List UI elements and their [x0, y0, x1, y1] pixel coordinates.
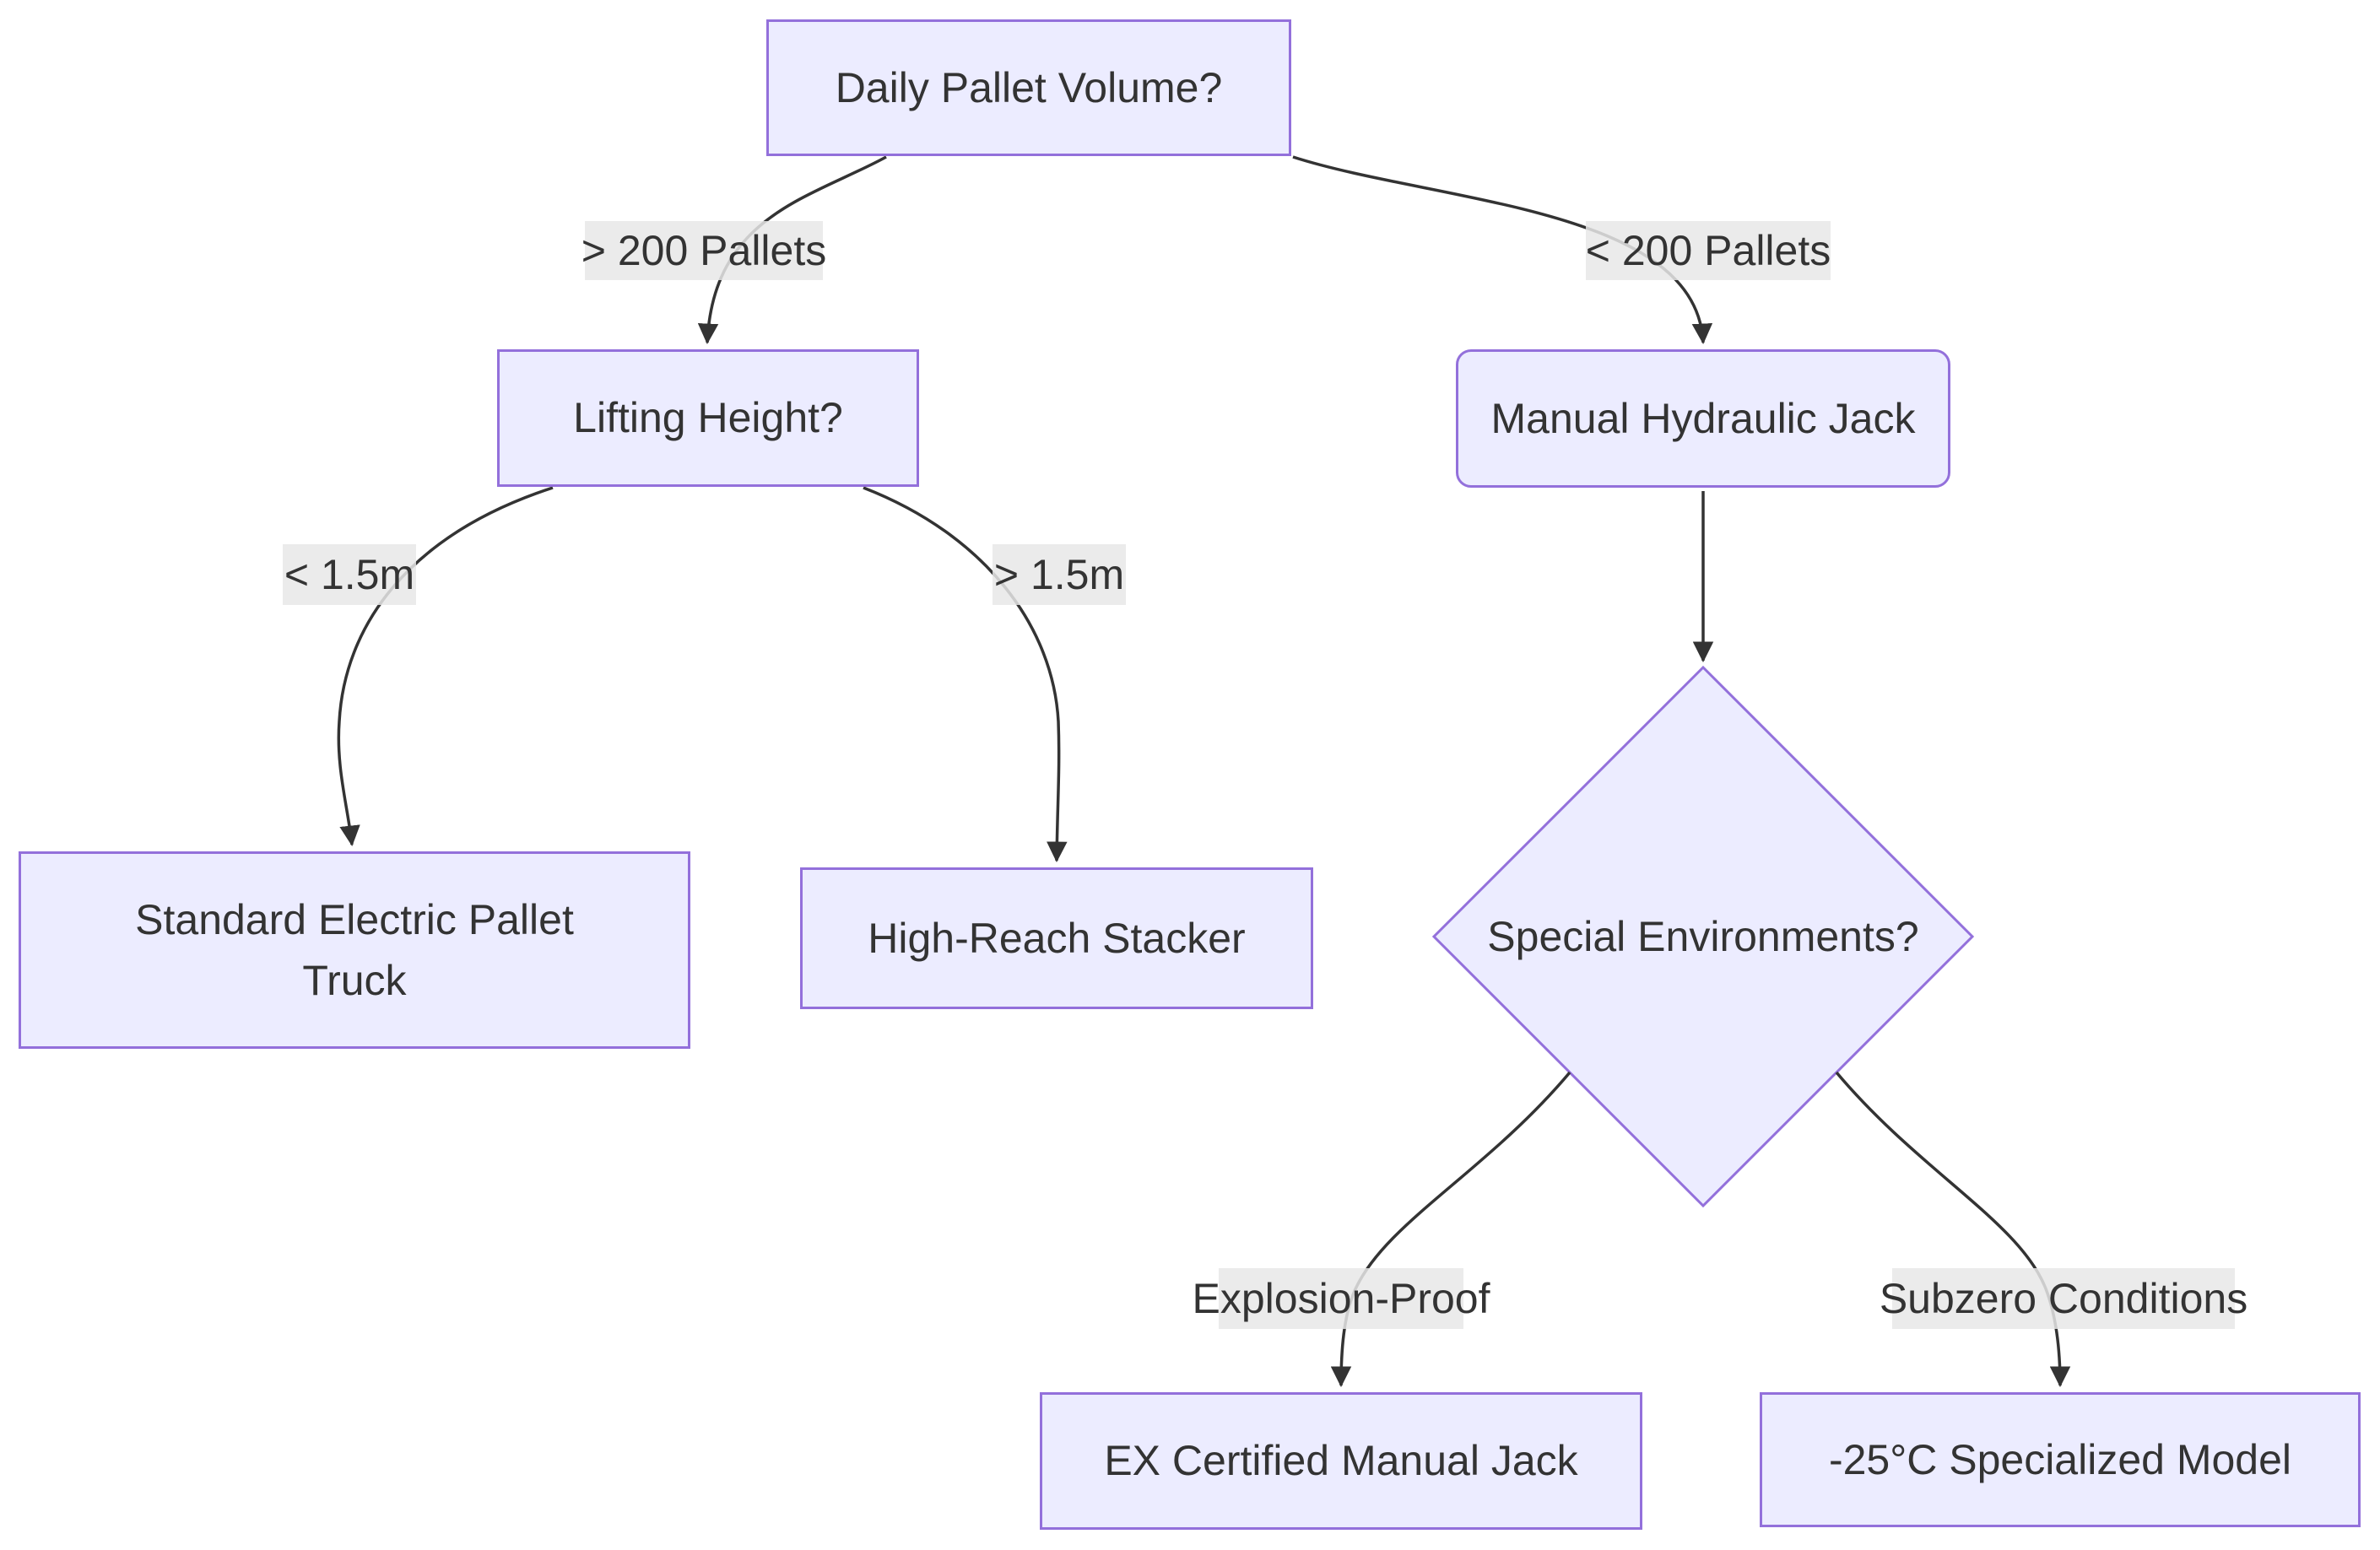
node-lifting-height: Lifting Height? [497, 349, 919, 487]
node-standard-electric-pallet-truck: Standard Electric Pallet Truck [19, 851, 690, 1049]
node-ex-certified-manual-jack: EX Certified Manual Jack [1040, 1392, 1642, 1530]
node-label: EX Certified Manual Jack [1104, 1437, 1578, 1485]
node-special-environments-label: Special Environments? [1467, 873, 1939, 1000]
edge-label-lt-1-5m: < 1.5m [283, 544, 416, 605]
edge-label-gt-200-pallets: > 200 Pallets [581, 221, 826, 280]
node-label: Special Environments? [1487, 913, 1919, 960]
node-label: Standard Electric Pallet Truck [135, 895, 574, 1005]
edge-label-explosion-proof: Explosion-Proof [1193, 1268, 1490, 1329]
edge-lifting-to-stacker [863, 486, 1068, 863]
node-manual-hydraulic-jack: Manual Hydraulic Jack [1456, 349, 1950, 488]
node-special-environments-shape [1431, 665, 1975, 1208]
edge-volume-to-manual-jack [1292, 155, 1713, 345]
edge-lifting-to-standard-truck [337, 486, 554, 847]
edge-special-to-ex-jack [1330, 1071, 1571, 1388]
edge-special-to-subzero-model [1835, 1071, 2071, 1388]
node-label: High-Reach Stacker [868, 914, 1246, 962]
node-label: Lifting Height? [573, 394, 843, 442]
node-minus-25c-specialized-model: -25°C Specialized Model [1760, 1392, 2361, 1527]
edge-label-lt-200-pallets: < 200 Pallets [1586, 221, 1831, 280]
node-label: Manual Hydraulic Jack [1490, 394, 1916, 442]
node-high-reach-stacker: High-Reach Stacker [800, 867, 1313, 1009]
node-label: -25°C Specialized Model [1828, 1435, 2292, 1483]
node-daily-pallet-volume: Daily Pallet Volume? [766, 19, 1291, 156]
edge-volume-to-lifting [697, 155, 887, 345]
edge-label-gt-1-5m: > 1.5m [993, 544, 1126, 605]
node-label: Daily Pallet Volume? [835, 63, 1223, 111]
edge-label-subzero-conditions: Subzero Conditions [1880, 1268, 2247, 1329]
